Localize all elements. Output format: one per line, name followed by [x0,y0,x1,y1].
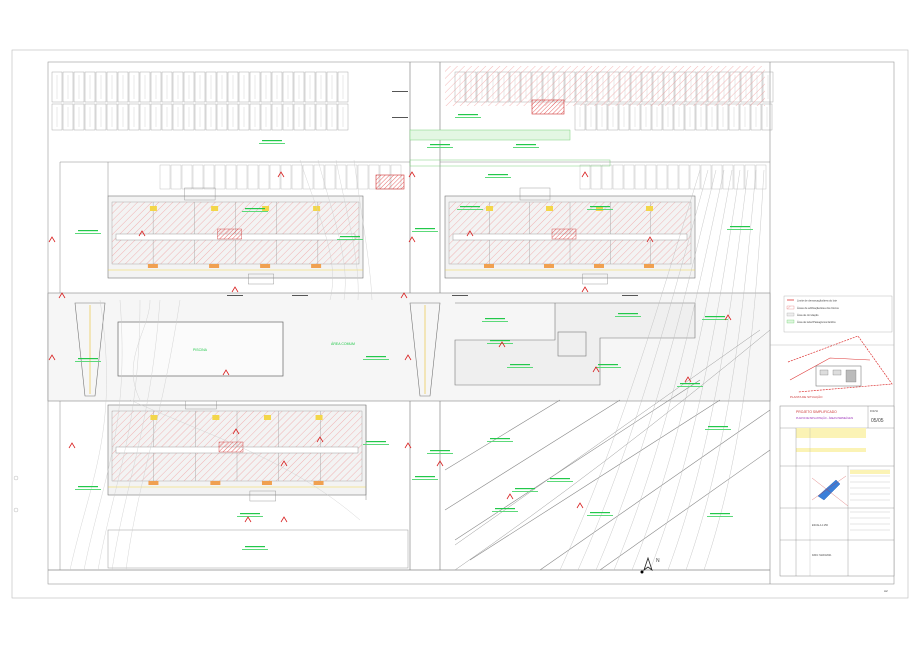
north-arrow-icon [640,556,653,574]
legend: Limite de demarcação/área do lote Áreas … [783,295,893,333]
road-contours [444,169,771,571]
level-markers [48,171,732,523]
hatched-strip [445,66,765,106]
legend-item-2: Áreas de edificação/área dos blocos [797,306,840,310]
site-polygon-icon [817,479,841,501]
sheet-outer-border [11,49,909,599]
scale-label: ESCALA 1:250 [812,524,829,527]
central-area-label: ÁREA COMUM [331,342,355,346]
legend-item-4: Área de lazer/Paisagismo/Jardins [797,320,836,324]
ramp-center [409,302,441,397]
building-blocks [59,161,770,570]
punch-hole-mark [13,507,19,513]
ramp-left [74,302,106,397]
north-arrow-label: N [656,558,660,564]
date-label: DATA: MAIO/2021 [812,554,832,557]
area-labels [75,91,753,550]
sheet-code: A2 [884,589,888,593]
sheet-label: FOLHA [870,410,878,413]
location-map-caption: PLANTA DE SITUAÇÃO [790,394,823,399]
red-equipment-box [531,99,565,115]
project-subtitle: PLANTA DE IMPLANTAÇÃO - ÁREAS PERMEÁVEIS [796,417,853,420]
legend-item-3: Área de circulação [797,313,819,317]
red-equipment-box [375,174,405,190]
legend-item-1: Limite de demarcação/área do lote [797,299,837,303]
pool-area [117,321,284,377]
green-walkway [409,159,611,167]
location-map: PLANTA DE SITUAÇÃO [770,335,894,399]
square-planter [557,331,587,357]
title-block: PROJETO SIMPLIFICADO PLANTA DE IMPLANTAÇ… [779,405,895,577]
punch-hole-mark [13,475,19,481]
project-title: PROJETO SIMPLIFICADO [796,410,837,414]
sheet-number: 05/05 [871,418,884,424]
terrain-contours [69,159,373,571]
pool-label: PISCINA [193,348,208,352]
green-walkway [409,129,571,141]
